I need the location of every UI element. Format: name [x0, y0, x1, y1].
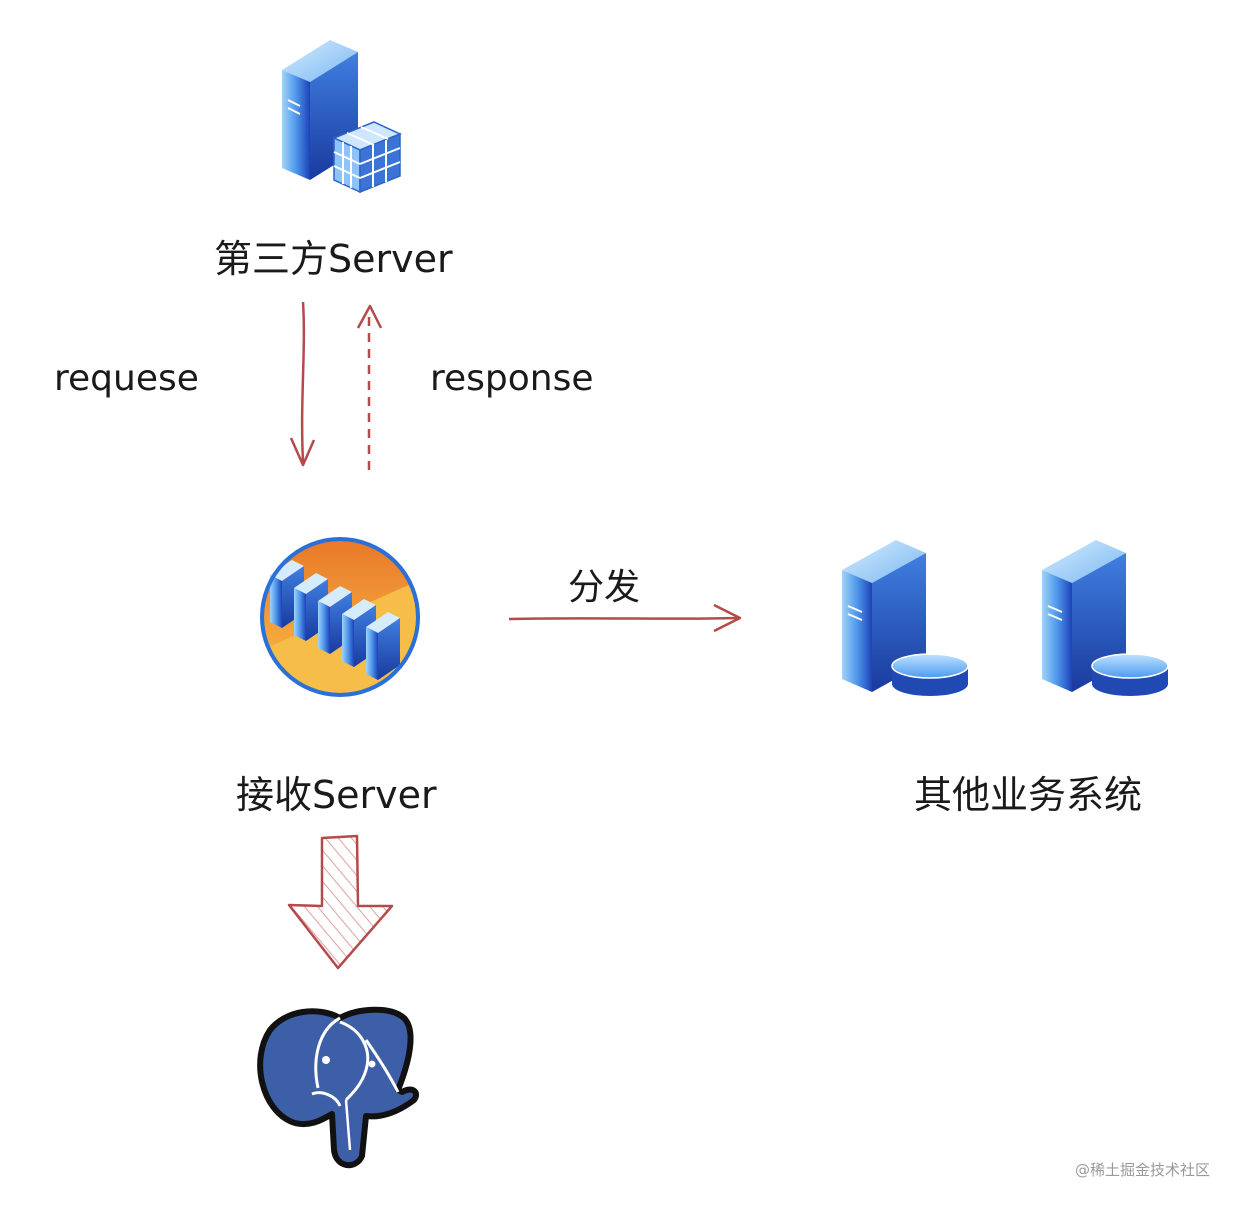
- server-grid-icon: [282, 40, 402, 194]
- server-cluster-icon: [260, 537, 420, 697]
- request-label: reques​e: [54, 358, 199, 399]
- distribute-arrow: [508, 603, 742, 633]
- distribute-label: 分发: [568, 567, 641, 608]
- store-arrow: [287, 834, 394, 970]
- response-label: response: [430, 358, 594, 399]
- response-arrow: [356, 304, 383, 470]
- postgresql-elephant-icon: [257, 1006, 420, 1168]
- database-server-icon: [842, 540, 1169, 696]
- other-systems-label: 其他业务系统: [914, 773, 1143, 817]
- watermark: @稀土掘金技术社区: [1074, 1161, 1210, 1179]
- receiver-server-label: 接收Server: [236, 773, 437, 817]
- third-party-server-label: 第三方Server: [214, 237, 453, 281]
- request-arrow: [289, 301, 316, 467]
